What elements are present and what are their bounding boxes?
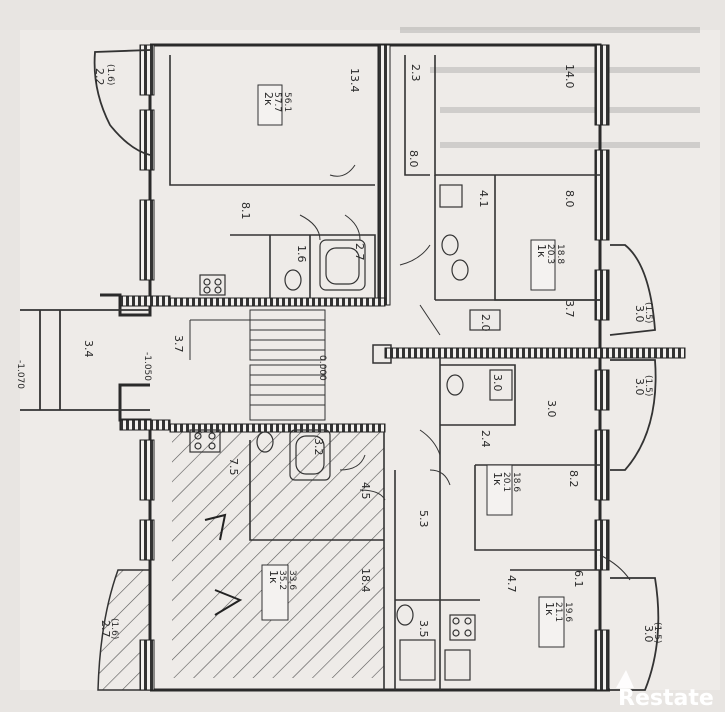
- label-kitchen-r1: 4.1: [477, 190, 490, 208]
- label-br-b: 19.6: [563, 602, 573, 622]
- label-stair-a: 3.7: [172, 335, 185, 353]
- staircase: [189, 309, 326, 421]
- door-swings: [299, 164, 631, 581]
- label-top-right-h: 14.0: [563, 64, 576, 89]
- label-bl-b: 33.6: [287, 570, 297, 590]
- label-bath1: 1.6: [295, 245, 308, 263]
- label-bath1b: 2.7: [353, 243, 366, 261]
- label-level-zero: 0.000: [317, 355, 327, 381]
- label-ext-top-left: 2.2: [93, 68, 106, 86]
- label-r2-a: 20.1: [501, 472, 511, 492]
- label-balc-r2b: (1.5): [643, 375, 653, 396]
- label-room-r1-h: 8.0: [563, 190, 576, 208]
- label-balc-r1b: (1.5): [643, 302, 653, 323]
- restate-watermark: Restate: [616, 670, 714, 711]
- label-ext-bl-b: (1.6): [109, 618, 119, 639]
- handwritten-marks: [204, 513, 243, 616]
- label-r1-b: 18.8: [555, 244, 565, 264]
- label-room-r2-h: 8.2: [567, 470, 580, 488]
- label-room1-k: 2к: [262, 92, 275, 106]
- label-r1-k: 1к: [535, 244, 548, 258]
- label-corr-r: 2.0: [479, 314, 492, 332]
- label-r2-k: 1к: [491, 472, 504, 486]
- label-balc-br-b: (1.5): [652, 622, 662, 643]
- label-br-k: 1к: [543, 602, 556, 616]
- label-r1-a: 20.3: [545, 244, 555, 264]
- label-balc-br: 3.0: [642, 625, 655, 643]
- label-br-a: 21.1: [553, 602, 563, 622]
- label-ext-top-left-b: (1.6): [105, 64, 115, 85]
- label-bath-br: 3.5: [417, 620, 430, 638]
- label-hall-r2: 3.0: [545, 400, 558, 418]
- label-level-stair: -1.050: [142, 352, 152, 381]
- label-hall-br: 4.7: [505, 575, 518, 593]
- area-boxes: [257, 84, 565, 648]
- label-ext-bl: 2.7: [99, 620, 112, 638]
- label-hall-bl: 7.5: [227, 458, 240, 476]
- label-room1-a: 57.7: [272, 92, 282, 112]
- label-corr-r2: 3.7: [563, 300, 576, 318]
- label-room1-b: 56.1: [282, 92, 292, 112]
- label-hall1: 8.1: [239, 202, 252, 220]
- label-bath-r2: 3.0: [491, 374, 504, 392]
- label-bl-k: 1к: [267, 570, 280, 584]
- label-room1-h: 13.4: [348, 68, 361, 93]
- column: [372, 344, 392, 364]
- label-balc-r1: 3.0: [633, 305, 646, 323]
- label-bath-bl: 3.2: [312, 438, 325, 456]
- background-text: [400, 27, 700, 148]
- label-bl-a: 35.2: [277, 570, 287, 590]
- balconies: [20, 49, 660, 691]
- label-hall-bm: 5.3: [417, 510, 430, 528]
- label-top-mid-b: 8.0: [407, 150, 420, 168]
- label-room-br-h: 6.1: [572, 570, 585, 588]
- watermark-text: Restate: [618, 686, 714, 711]
- inner-partitions: [169, 55, 600, 690]
- wall-segments: [119, 44, 686, 691]
- label-balc-r2: 3.0: [633, 378, 646, 396]
- label-level-left: -1.070: [15, 360, 25, 389]
- label-corr-r3: 2.4: [479, 430, 492, 448]
- label-r2-b: 18.6: [511, 472, 521, 492]
- fixtures: [189, 184, 513, 681]
- label-top-mid-a: 2.3: [409, 64, 422, 82]
- label-stair-left: 3.4: [82, 340, 95, 358]
- label-room-bl-h: 18.4: [359, 568, 372, 593]
- hatched-balcony: [97, 569, 151, 691]
- label-corr-bl: 4.5: [359, 482, 372, 500]
- room-labels: 2.2 (1.6) 13.4 2к 57.7 56.1 8.1 1.6 2.7 …: [15, 64, 662, 643]
- hatched-apartment: [172, 428, 384, 678]
